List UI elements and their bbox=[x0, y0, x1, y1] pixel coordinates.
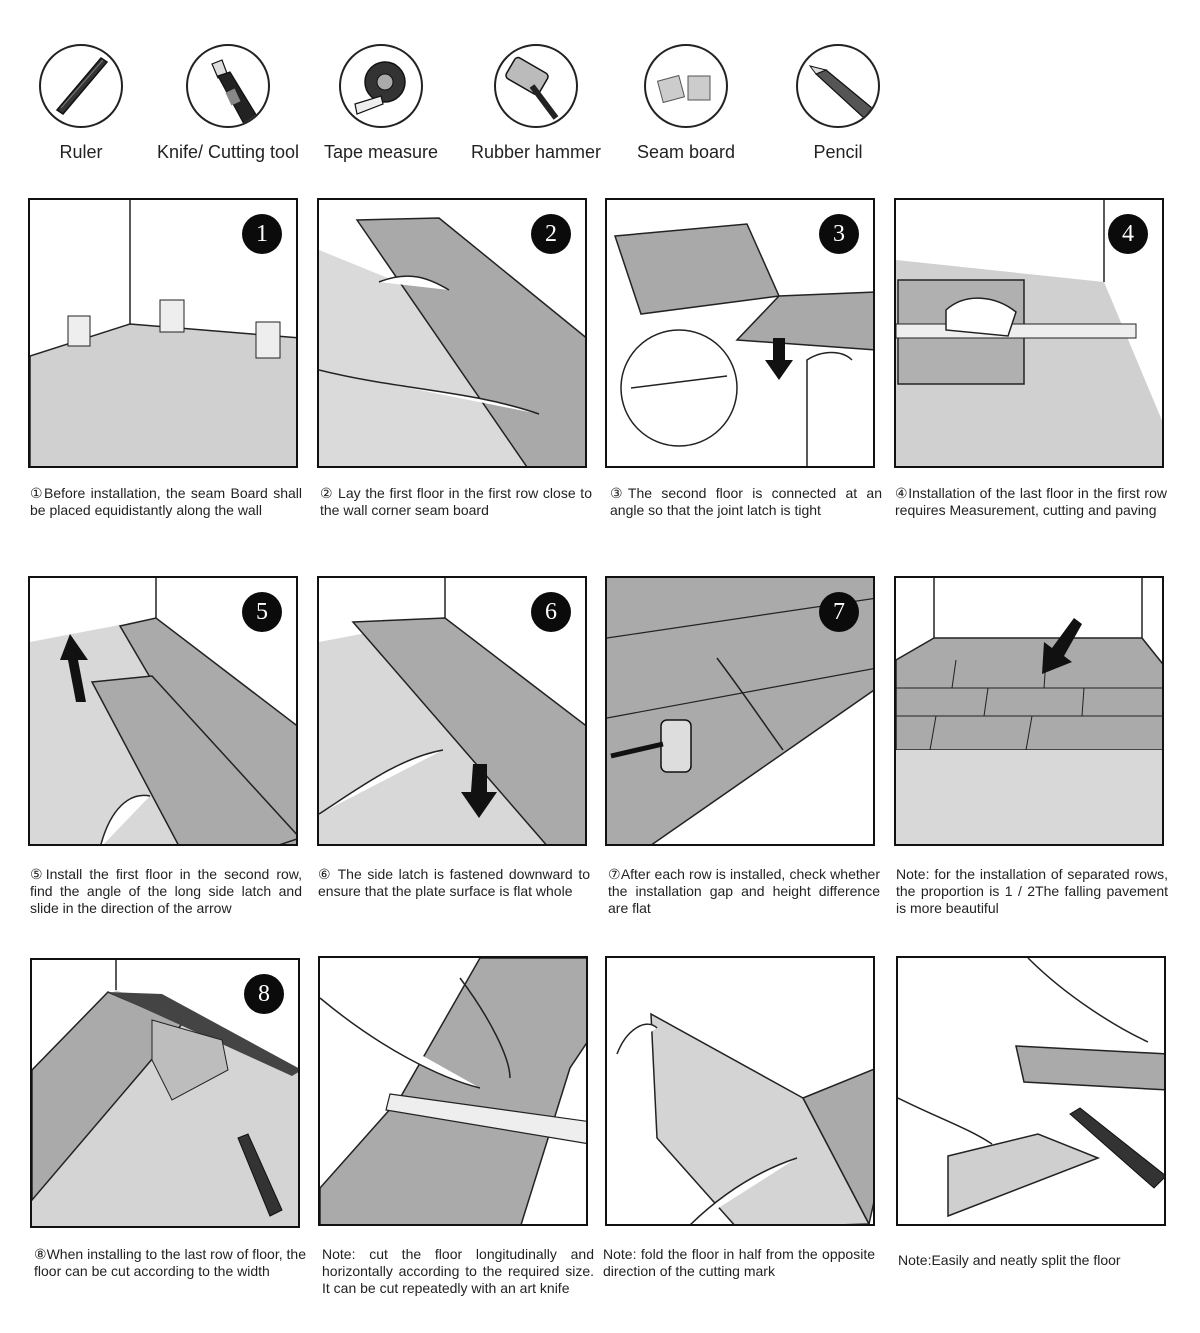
step-caption: Note: cut the floor longitudinally and h… bbox=[322, 1246, 594, 1296]
step-number-badge: 5 bbox=[242, 592, 282, 632]
step-5-illustration: 5 bbox=[28, 576, 298, 846]
step-2-illustration: 2 bbox=[317, 198, 587, 468]
tool-label: Seam board bbox=[636, 142, 736, 162]
step-caption: Note:Easily and neatly split the floor bbox=[898, 1252, 1121, 1268]
tool-ruler: Ruler bbox=[6, 44, 156, 163]
tool-seam-board: Seam board bbox=[611, 44, 761, 163]
seam-board-icon bbox=[644, 44, 728, 128]
pencil-icon bbox=[796, 44, 880, 128]
step-number-badge: 3 bbox=[819, 214, 859, 254]
step-number-badge: 7 bbox=[819, 592, 859, 632]
knife-icon bbox=[186, 44, 270, 128]
tool-label: Knife/ Cutting tool bbox=[156, 142, 300, 162]
note-split-floor-illustration bbox=[896, 956, 1166, 1226]
step-caption: ⑥ The side latch is fastened downward to… bbox=[318, 866, 590, 899]
step-1-illustration: 1 bbox=[28, 198, 298, 468]
step-4-illustration: 4 bbox=[894, 198, 1164, 468]
step-caption: Note: for the installation of separated … bbox=[896, 866, 1168, 916]
step-caption: ⑧When installing to the last row of floo… bbox=[34, 1246, 306, 1279]
step-caption: ①Before installation, the seam Board sha… bbox=[30, 485, 302, 518]
step-number-badge: 6 bbox=[531, 592, 571, 632]
tool-label: Pencil bbox=[813, 142, 863, 162]
note-fold-floor-illustration bbox=[605, 956, 875, 1226]
step-caption: ④Installation of the last floor in the f… bbox=[895, 485, 1167, 518]
tool-label: Ruler bbox=[59, 142, 103, 162]
tool-pencil: Pencil bbox=[763, 44, 913, 163]
step-8-illustration: 8 bbox=[30, 958, 300, 1228]
step-number-badge: 2 bbox=[531, 214, 571, 254]
tool-label: Rubber hammer bbox=[470, 142, 602, 162]
step-caption: ② Lay the first floor in the first row c… bbox=[320, 485, 592, 518]
tool-knife: Knife/ Cutting tool bbox=[153, 44, 303, 163]
step-7-illustration: 7 bbox=[605, 576, 875, 846]
step-caption: Note: fold the floor in half from the op… bbox=[603, 1246, 875, 1279]
tool-tape-measure: Tape measure bbox=[306, 44, 456, 163]
step-caption: ⑦After each row is installed, check whet… bbox=[608, 866, 880, 916]
tool-label: Tape measure bbox=[323, 142, 439, 162]
step-number-badge: 4 bbox=[1108, 214, 1148, 254]
note-separated-rows-illustration bbox=[894, 576, 1164, 846]
step-number-badge: 8 bbox=[244, 974, 284, 1014]
ruler-icon bbox=[39, 44, 123, 128]
step-caption: ⑤Install the first floor in the second r… bbox=[30, 866, 302, 916]
tool-rubber-hammer: Rubber hammer bbox=[461, 44, 611, 163]
rubber-hammer-icon bbox=[494, 44, 578, 128]
tape-measure-icon bbox=[339, 44, 423, 128]
note-cut-floor-illustration bbox=[318, 956, 588, 1226]
step-number-badge: 1 bbox=[242, 214, 282, 254]
step-6-illustration: 6 bbox=[317, 576, 587, 846]
step-caption: ③The second floor is connected at an ang… bbox=[610, 485, 882, 518]
step-3-illustration: 3 bbox=[605, 198, 875, 468]
